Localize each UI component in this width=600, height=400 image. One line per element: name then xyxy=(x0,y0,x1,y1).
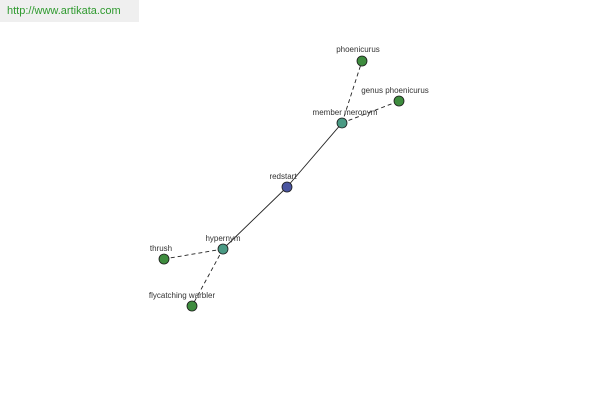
node-thrush-label[interactable]: thrush xyxy=(150,244,172,253)
site-badge: http://www.artikata.com xyxy=(0,0,139,22)
node-genus-phoenicurus-label[interactable]: genus phoenicurus xyxy=(361,86,429,95)
node-member-meronym-label[interactable]: member meronym xyxy=(313,108,378,117)
site-url-link[interactable]: http://www.artikata.com xyxy=(7,5,121,17)
node-redstart[interactable]: redstart xyxy=(269,172,297,193)
edge-redstart-member-meronym xyxy=(286,122,343,188)
node-genus-phoenicurus[interactable]: genus phoenicurus xyxy=(361,86,429,107)
node-hypernym-label[interactable]: hypernym xyxy=(205,234,240,243)
node-hypernym[interactable]: hypernym xyxy=(205,234,241,255)
node-flycatching-warbler-dot[interactable] xyxy=(186,300,198,312)
node-phoenicurus[interactable]: phoenicurus xyxy=(336,45,380,67)
edge-hypernym-thrush xyxy=(163,248,224,260)
node-phoenicurus-label[interactable]: phoenicurus xyxy=(336,45,380,54)
node-flycatching-warbler[interactable]: flycatching warbler xyxy=(149,291,216,312)
node-member-meronym-dot[interactable] xyxy=(336,117,348,129)
edge-member-meronym-genus-phoenicurus xyxy=(341,100,400,124)
node-redstart-label[interactable]: redstart xyxy=(269,172,297,181)
node-thrush[interactable]: thrush xyxy=(150,244,172,265)
edge-redstart-hypernym xyxy=(222,186,288,250)
node-hypernym-dot[interactable] xyxy=(217,243,229,255)
node-member-meronym[interactable]: member meronym xyxy=(313,108,378,129)
node-phoenicurus-dot[interactable] xyxy=(356,55,368,67)
node-thrush-dot[interactable] xyxy=(158,253,170,265)
node-flycatching-warbler-label[interactable]: flycatching warbler xyxy=(149,291,216,300)
node-genus-phoenicurus-dot[interactable] xyxy=(393,95,405,107)
node-redstart-dot[interactable] xyxy=(281,181,293,193)
edge-member-meronym-phoenicurus xyxy=(341,60,363,124)
edge-hypernym-flycatching-warbler xyxy=(191,248,224,307)
